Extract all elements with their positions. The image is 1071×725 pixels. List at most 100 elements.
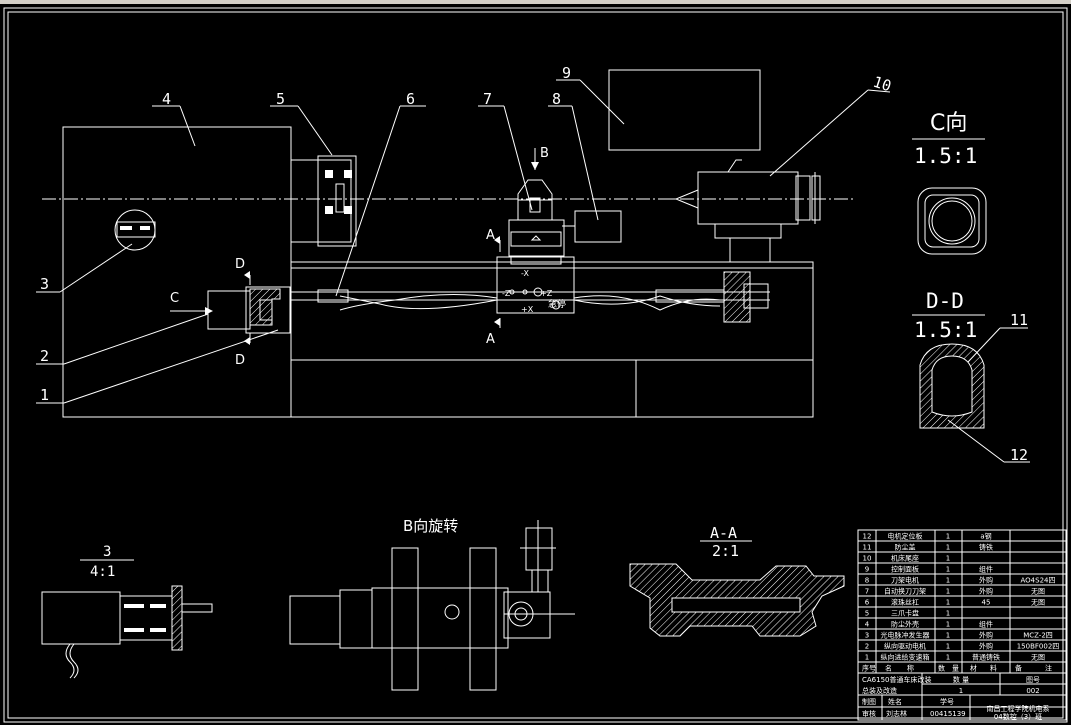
drawing-no: 002 <box>1026 687 1039 695</box>
drawing-no-label: 图号 <box>1026 676 1040 684</box>
bom-name: 纵向进给变速箱 <box>881 653 930 662</box>
drawn-row-cell: 制图 <box>862 697 876 706</box>
bom-note: 150BF002四 <box>1017 643 1060 651</box>
school-name: 南昌工程学院机电系 <box>987 704 1050 713</box>
balloon-4: 4 <box>162 90 171 108</box>
bom-name: 三爪卡盘 <box>891 609 919 618</box>
drawn-row-cell: 姓名 <box>888 697 902 706</box>
bom-name: 电机定位板 <box>888 532 923 541</box>
bom-material: 组件 <box>979 620 993 629</box>
bom-material: 外购 <box>979 587 993 596</box>
window-top-bar <box>0 0 1071 4</box>
panel-minus-x: -X <box>521 269 529 278</box>
aa-view-title: A-A <box>710 524 737 542</box>
dd-view-title: D-D <box>926 289 964 313</box>
bom-qty: 1 <box>946 610 950 618</box>
section-mark-a-bottom: A <box>486 332 495 347</box>
bom-no: 6 <box>865 599 870 607</box>
bom-name: 防尘盖 <box>895 543 916 552</box>
bom-material: 铸铁 <box>979 543 993 552</box>
bom-no: 1 <box>865 654 869 662</box>
bom-no: 10 <box>863 555 872 563</box>
panel-plus-z: +Z <box>540 289 553 298</box>
bom-name: 纵向驱动电机 <box>884 642 926 651</box>
bom-qty: 1 <box>946 599 950 607</box>
bom-note: 无图 <box>1031 588 1045 596</box>
bom-no: 12 <box>863 533 872 541</box>
aa-view-scale: 2:1 <box>712 542 739 560</box>
bom-material: a钢 <box>980 532 991 541</box>
bom-name: 自动换刀刀架 <box>884 587 926 596</box>
balloon-10: 10 <box>871 73 894 96</box>
qty-value: 1 <box>959 687 963 695</box>
three-jaw-chuck <box>290 155 357 247</box>
bom-material: 外购 <box>979 642 993 651</box>
c-view: C向 1.5:1 <box>912 111 987 255</box>
bom-name: 防尘外壳 <box>891 620 919 629</box>
b-rotated-title: B向旋转 <box>403 517 458 535</box>
balloon-7: 7 <box>483 90 492 108</box>
bom-no: 11 <box>863 544 872 552</box>
bom-note: 无图 <box>1031 654 1045 662</box>
bom-qty: 1 <box>946 566 950 574</box>
longitudinal-motor <box>207 290 251 330</box>
section-mark-d-bottom: D <box>235 353 245 368</box>
bom-no: 8 <box>865 577 869 585</box>
bom-no: 9 <box>865 566 869 574</box>
main-assembly-view: A A B C D D -X +X -Z +Z 急停 <box>42 69 855 418</box>
bom-header-cell: 数 <box>938 664 945 673</box>
tool-post <box>517 179 553 221</box>
qty-label: 数 量 <box>953 675 969 684</box>
dd-view-scale: 1.5:1 <box>914 318 977 342</box>
bom-header-cell: 量 <box>952 665 959 673</box>
bom-header-cell: 材 <box>970 664 977 673</box>
balloon-2: 2 <box>40 347 49 365</box>
bom-material: 45 <box>982 599 991 607</box>
detail-3-view: 3 4:1 <box>41 544 213 679</box>
drawing-subtitle: 总装及改造 <box>862 686 897 695</box>
bom-material: 外购 <box>979 631 993 640</box>
drawn-row-cell: 学号 <box>940 697 954 706</box>
review-row-cell: 审核 <box>862 709 876 718</box>
drawing-frame <box>3 7 1068 723</box>
bom-material: 组件 <box>979 565 993 574</box>
review-row-cell: 00415139 <box>930 710 966 718</box>
bom-no: 3 <box>865 632 869 640</box>
panel-emergency-stop: 急停 <box>548 298 566 310</box>
bom-qty: 1 <box>946 533 950 541</box>
lead-screw <box>290 289 770 303</box>
machine-name: CA6150普通车床改装 <box>862 675 932 684</box>
bom-no: 2 <box>865 643 869 651</box>
c-view-title: C向 <box>930 111 967 136</box>
bom-qty: 1 <box>946 621 950 629</box>
dd-view: D-D 1.5:1 <box>912 289 985 429</box>
review-row-cell: 刘志林 <box>886 709 907 718</box>
panel-minus-z: -Z <box>502 289 511 298</box>
balloon-11: 11 <box>1010 311 1028 329</box>
balloon-12: 12 <box>1010 446 1028 464</box>
bom-material: 普通铸铁 <box>972 653 1000 662</box>
bom-note: AO4S24四 <box>1021 577 1056 585</box>
bom-note: MCZ-2四 <box>1023 632 1053 640</box>
panel-plus-x: +X <box>521 305 534 314</box>
aa-view: A-A 2:1 <box>629 524 845 637</box>
lathe-bed <box>290 261 814 418</box>
section-mark-d-top: D <box>235 257 245 272</box>
section-mark-c: C <box>170 291 179 306</box>
bom-header-cell: 称 <box>907 664 914 673</box>
bom-name: 机床尾座 <box>891 554 919 563</box>
balloon-5: 5 <box>276 90 285 108</box>
tailstock <box>664 159 821 262</box>
bom-qty: 1 <box>946 654 950 662</box>
bom-qty: 1 <box>946 643 950 651</box>
carriage-apron <box>496 256 575 314</box>
balloon-1: 1 <box>40 386 49 404</box>
balloon-8: 8 <box>552 90 561 108</box>
bom-no: 4 <box>865 621 870 629</box>
bom-no: 7 <box>865 588 869 596</box>
bom-name: 刀架电机 <box>891 576 919 585</box>
bom-name: 控制面板 <box>891 565 919 574</box>
bom-qty: 1 <box>946 588 950 596</box>
